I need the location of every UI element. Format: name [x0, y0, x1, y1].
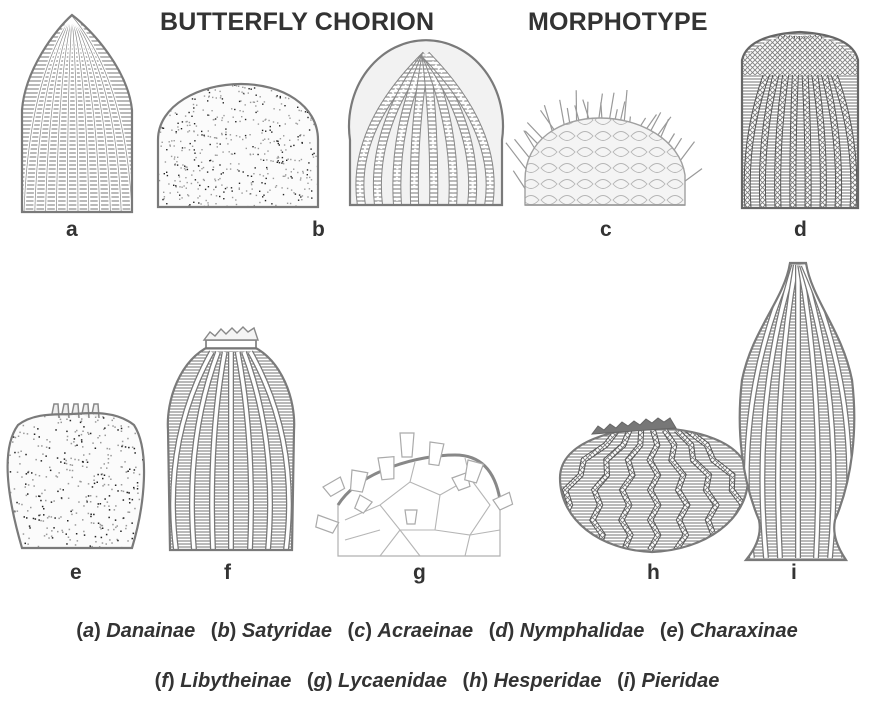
- egg-c: [506, 90, 702, 205]
- caption-item: (a) Danainae: [76, 620, 195, 642]
- egg-i: [735, 255, 860, 565]
- title-left: BUTTERFLY CHORION: [160, 8, 434, 37]
- egg-a: [20, 10, 135, 215]
- label-f: f: [224, 561, 231, 585]
- caption-item: (d) Nymphalidae: [489, 620, 645, 642]
- egg-f: [165, 327, 300, 555]
- caption-item: (g) Lycaenidae: [307, 670, 447, 692]
- caption-line-2: (f) Libytheinae (g) Lycaenidae (h) Hespe…: [0, 670, 874, 693]
- egg-acraeinae-sphere: [349, 40, 503, 205]
- label-h: h: [647, 561, 660, 585]
- egg-b: [158, 84, 319, 209]
- label-b: b: [312, 218, 325, 242]
- egg-h: [555, 418, 755, 560]
- caption-item: (e) Charaxinae: [660, 620, 798, 642]
- label-e: e: [70, 561, 82, 585]
- label-d: d: [794, 218, 807, 242]
- label-a: a: [66, 218, 78, 242]
- caption-line-1: (a) Danainae (b) Satyridae (c) Acraeinae…: [0, 620, 874, 643]
- caption-item: (b) Satyridae: [211, 620, 332, 642]
- egg-e: [5, 404, 151, 551]
- label-c: c: [600, 218, 612, 242]
- caption-item: (i) Pieridae: [617, 670, 719, 692]
- egg-g: [314, 433, 514, 556]
- egg-d: [740, 30, 860, 210]
- label-i: i: [791, 561, 797, 585]
- caption-item: (f) Libytheinae: [155, 670, 292, 692]
- caption-item: (c) Acraeinae: [348, 620, 474, 642]
- title-right: MORPHOTYPE: [528, 8, 708, 37]
- label-g: g: [413, 561, 426, 585]
- caption-item: (h) Hesperidae: [463, 670, 602, 692]
